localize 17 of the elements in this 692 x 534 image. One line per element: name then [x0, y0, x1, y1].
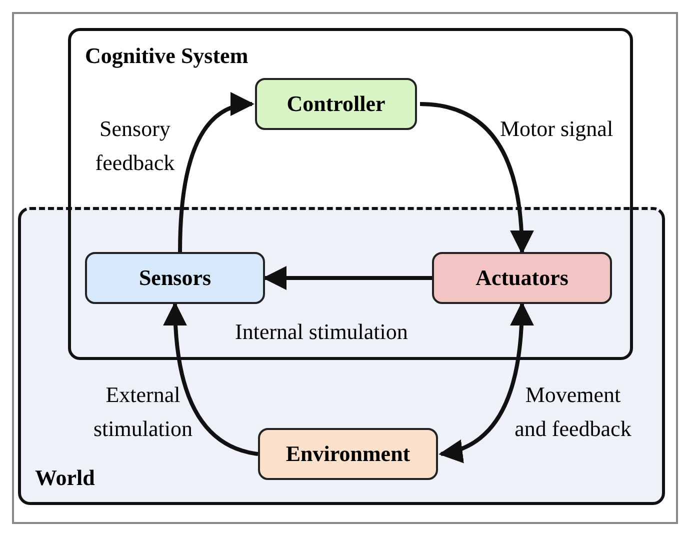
group-title: Cognitive System [85, 43, 248, 69]
process-box: Environment [258, 428, 438, 480]
edge-label: External stimulation [92, 381, 194, 443]
edge-label: Sensory feedback [94, 115, 176, 177]
process-box: Controller [255, 78, 417, 130]
group-title: World [35, 465, 95, 491]
edge-label: Movement and feedback [514, 381, 632, 443]
arrow [438, 302, 534, 462]
group-box [68, 28, 633, 360]
arrow [420, 102, 534, 254]
arrow [164, 302, 258, 456]
arrow [178, 94, 254, 252]
edge-label: Motor signal [500, 115, 614, 143]
arrow [262, 266, 432, 290]
edge-label: Internal stimulation [235, 318, 408, 346]
process-box: Actuators [432, 252, 612, 304]
process-box: Sensors [85, 252, 265, 304]
